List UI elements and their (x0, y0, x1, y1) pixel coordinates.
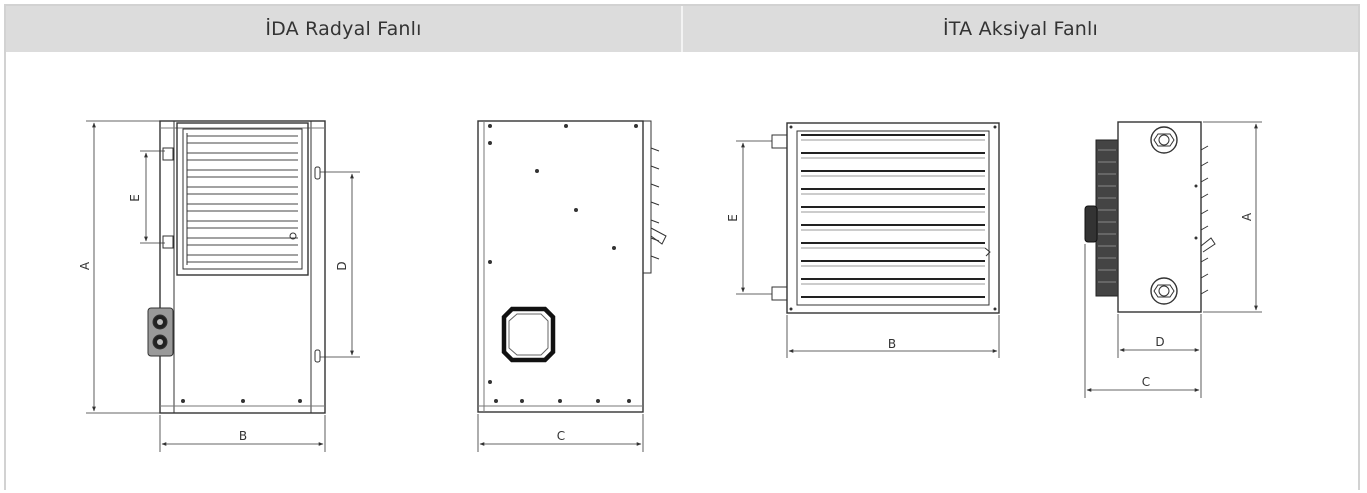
ida-side-view (477, 120, 667, 413)
ida-radial-fan-header: İDA Radyal Fanlı (265, 18, 422, 40)
ida-dim-d-label: D (335, 261, 349, 270)
ita-axial-fan-header: İTA Aksiyal Fanlı (943, 18, 1098, 40)
table-frame (4, 4, 1360, 490)
ita-front-view (771, 122, 1000, 314)
ida-dim-c-label: C (557, 429, 565, 443)
ida-front-view (147, 120, 326, 414)
ita-dim-c-label: C (1142, 375, 1150, 389)
ida-dim-b-label: B (239, 429, 247, 443)
ita-dim-b-label: B (888, 337, 896, 351)
ida-dim-e-label: E (128, 194, 142, 202)
ida-side-dimensions (477, 414, 644, 452)
ita-front-dimensions (736, 140, 1000, 358)
ida-dim-a-label: A (78, 261, 92, 270)
table-header: İDA Radyal Fanlı İTA Aksiyal Fanlı (6, 6, 1358, 52)
ita-dim-e-label: E (726, 214, 740, 222)
ita-side-dimensions (1084, 121, 1262, 398)
ita-dim-d-label: D (1155, 335, 1164, 349)
ita-side-view (1084, 121, 1216, 313)
header-divider (681, 6, 683, 52)
ida-front-dimensions (86, 120, 360, 452)
ita-dim-a-label: A (1240, 212, 1254, 221)
